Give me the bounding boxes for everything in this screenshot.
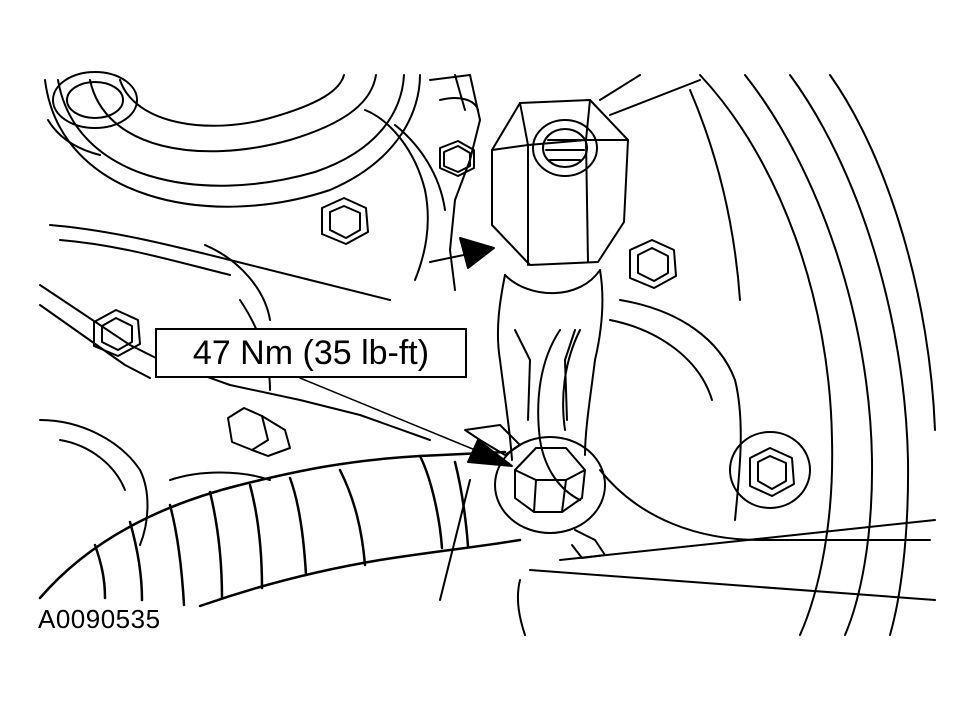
arrow-to-coupling [429,237,495,269]
bolt-right-upper [629,239,677,289]
bolt-left [93,309,141,357]
bolt-flanged [227,407,291,457]
bracket [464,424,521,456]
link-rod [494,269,606,534]
torque-callout-box: 47 Nm (35 lb-ft) [155,328,467,378]
bolt-right-lower [729,431,811,509]
pulley [44,71,421,208]
drum-housing [689,74,936,636]
hex-coupling [491,99,629,266]
rod-end-bolt [514,447,606,559]
figure-id-label: A0090535 [38,604,161,634]
torque-callout-text: 47 Nm (35 lb-ft) [192,333,430,372]
bolt-upper-left [439,140,475,177]
bolt-upper-mid [321,197,369,245]
arrow-to-rod-bolt [299,377,513,467]
wiring-harness [38,450,522,608]
